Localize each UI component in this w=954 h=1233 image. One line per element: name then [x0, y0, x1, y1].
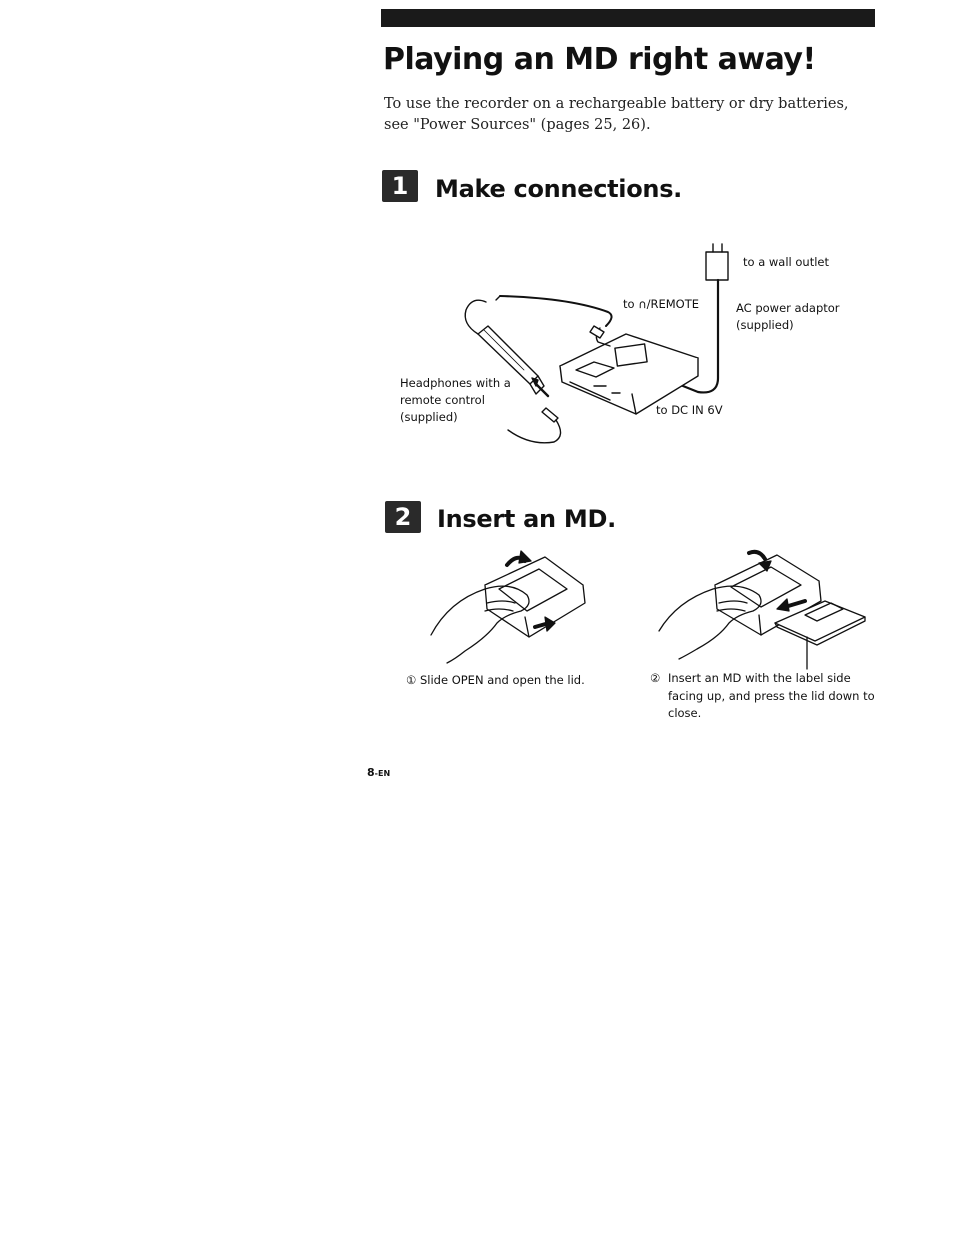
caption-marker-2: ② [650, 671, 661, 685]
header-bar [381, 9, 875, 27]
step-2-badge: 2 [385, 501, 421, 533]
label-dc-in: to DC IN 6V [656, 403, 723, 417]
caption-step-2-1: ① Slide OPEN and open the lid. [406, 672, 606, 690]
page-number: 8-EN [367, 766, 390, 779]
caption-marker-1: ① [406, 673, 417, 687]
label-remote-jack: to ∩/REMOTE [623, 297, 700, 311]
caption-text-1: Slide OPEN and open the lid. [419, 673, 585, 687]
caption-text-2: Insert an MD with the label side facing … [668, 671, 875, 720]
open-lid-illustration [430, 550, 586, 664]
step-2-title: Insert an MD. [437, 505, 616, 533]
intro-text: To use the recorder on a rechargeable ba… [384, 96, 849, 133]
label-wall-outlet: to a wall outlet [743, 255, 830, 269]
step-1-badge: 1 [382, 170, 418, 202]
step-1-title: Make connections. [435, 175, 682, 203]
page-title: Playing an MD right away! [383, 42, 816, 77]
label-ac-adaptor: AC power adaptor (supplied) [736, 301, 840, 332]
insert-md-illustration [658, 549, 866, 670]
label-headphones: Headphones with a remote control (suppli… [400, 376, 511, 424]
page-number-value: 8 [367, 766, 375, 779]
page-number-suffix: -EN [374, 769, 391, 778]
connection-diagram [464, 243, 729, 444]
